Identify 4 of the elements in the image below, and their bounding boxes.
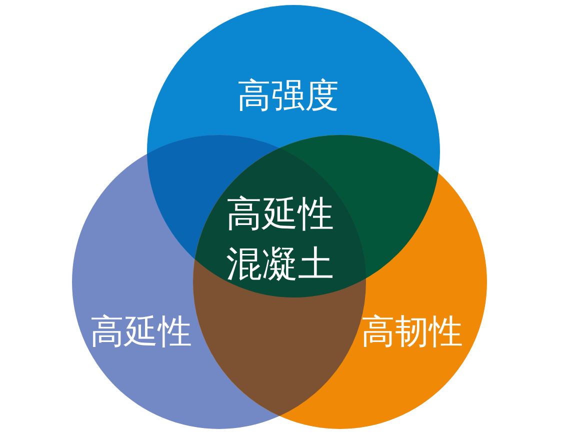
- circle-label: 高韧性: [361, 311, 463, 354]
- circle-label: 高延性: [90, 311, 192, 354]
- circle-label: 高强度: [237, 75, 339, 118]
- center-label: 高延性混凝土: [224, 192, 335, 287]
